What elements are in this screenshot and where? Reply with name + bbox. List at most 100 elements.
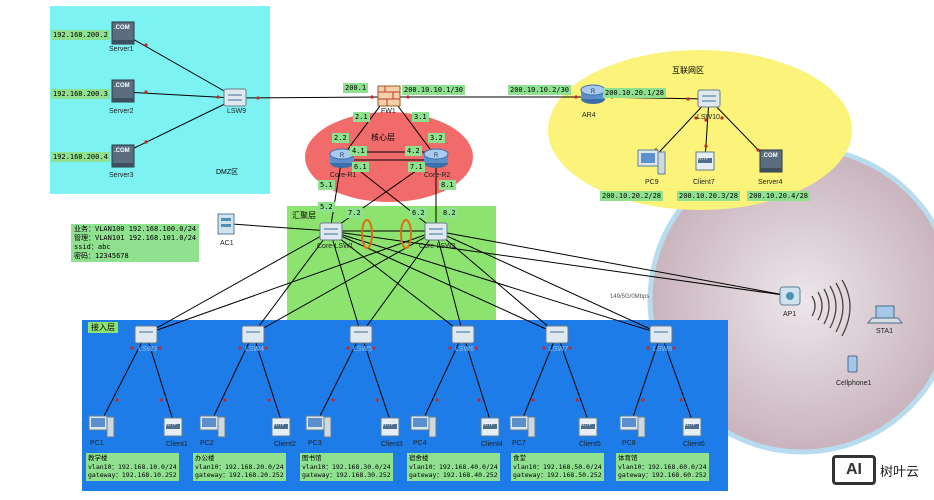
zone-title-core: 核心层 (371, 133, 395, 142)
device-label-ar4: AR4 (582, 112, 596, 119)
wlan-info-line: ssid：abc (74, 243, 111, 251)
switch-icon[interactable] (545, 325, 569, 344)
switch-icon[interactable] (424, 222, 448, 241)
router-icon[interactable]: R (423, 148, 449, 168)
device-label-cellphone1: Cellphone1 (836, 380, 872, 387)
ip-label: 4.2 (405, 146, 422, 156)
building-vlan: vlan10：192.168.60.0/24 (618, 462, 707, 471)
http-client-icon[interactable] (682, 417, 702, 437)
access-point-icon[interactable] (779, 286, 801, 306)
device-label-pc: PC3 (308, 440, 322, 447)
building-vlan: vlan10：192.168.50.0/24 (513, 462, 602, 471)
device-label-fw1: FW1 (381, 108, 396, 115)
switch-icon[interactable] (697, 89, 721, 108)
device-label-core-lsw2: Core-LSW2 (419, 243, 456, 250)
building-vlan: vlan10：192.168.30.0/24 (302, 462, 391, 471)
building-info: 体育馆 vlan10：192.168.60.0/24 gateway：192.1… (616, 453, 709, 481)
ip-label: 3.2 (428, 133, 445, 143)
building-info: 办公楼 vlan10：192.168.20.0/24 gateway：192.1… (193, 453, 286, 481)
device-label-client: Client4 (481, 441, 503, 448)
device-label-client: Client1 (166, 441, 188, 448)
building-vlan: vlan10：192.168.40.0/24 (409, 462, 498, 471)
switch-icon[interactable] (223, 88, 247, 107)
device-label-pc: PC4 (413, 440, 427, 447)
cellphone-icon[interactable] (847, 355, 858, 373)
device-label-pc: PC2 (200, 440, 214, 447)
server-icon[interactable] (759, 149, 783, 173)
http-icon-text: HTTP (383, 422, 394, 427)
access-controller-icon[interactable] (217, 213, 235, 235)
wlan-info-line: 业务：VLAN100 192.168.100.0/24 (74, 225, 197, 233)
ip-label: 200.10.10.2/30 (508, 85, 572, 95)
wlan-info-box: 业务：VLAN100 192.168.100.0/24 管理：VLAN101 1… (71, 224, 200, 262)
device-label-server3: Server3 (109, 172, 134, 179)
pc-icon[interactable] (199, 415, 226, 438)
http-client-icon[interactable] (271, 417, 291, 437)
switch-icon[interactable] (319, 222, 343, 241)
ip-label: 6.2 (410, 208, 427, 218)
firewall-icon[interactable] (377, 85, 401, 107)
watermark-logo: AI (832, 455, 876, 485)
device-label-sta1: STA1 (876, 328, 893, 335)
wlan-info-line: 管理：VLAN101 192.168.101.0/24 (74, 234, 197, 242)
device-label-core-lsw1: Core-LSW1 (317, 243, 354, 250)
device-label-client: Client5 (579, 441, 601, 448)
device-label-pc: PC8 (622, 440, 636, 447)
switch-icon[interactable] (649, 325, 673, 344)
pc-icon[interactable] (305, 415, 332, 438)
ip-label: 200.10.20.4/28 (747, 191, 811, 201)
zone-title-dmz: DMZ区 (216, 169, 239, 176)
building-name: 体育馆 (618, 454, 638, 462)
server-icon-text: .COM (114, 83, 130, 89)
pc-icon[interactable] (619, 415, 646, 438)
switch-icon[interactable] (134, 325, 158, 344)
pc-icon[interactable] (509, 415, 536, 438)
http-client-icon[interactable] (578, 417, 598, 437)
pc-icon[interactable] (88, 415, 115, 438)
server-icon[interactable] (111, 21, 135, 45)
zone-title-access: 接入层 (88, 322, 118, 333)
ip-label: 2.2 (332, 133, 349, 143)
device-label-server1: Server1 (109, 46, 134, 53)
http-icon-text: HTTP (483, 422, 494, 427)
zone-title-internet: 互联网区 (672, 66, 704, 75)
router-icon[interactable]: R (329, 148, 355, 168)
http-client-icon[interactable] (380, 417, 400, 437)
eth-trunk-loop (400, 219, 412, 249)
pc-icon[interactable] (637, 149, 666, 175)
switch-icon[interactable] (349, 325, 373, 344)
http-icon-text: HTTP (698, 156, 709, 161)
zone-title-aggregation: 汇聚层 (292, 211, 316, 220)
device-label-client: Client2 (274, 441, 296, 448)
ip-label: 192.168.200.3 (51, 89, 110, 99)
device-label-access-switch: LSW7 (549, 346, 569, 353)
building-vlan: vlan10：192.168.10.0/24 (88, 462, 177, 471)
http-client-icon[interactable] (480, 417, 500, 437)
http-icon-text: HTTP (685, 422, 696, 427)
ip-label: 192.168.200.4 (51, 152, 110, 162)
building-gateway: gateway：192.168.50.252 (513, 471, 602, 479)
laptop-icon[interactable] (866, 305, 904, 324)
http-icon-text: HTTP (274, 422, 285, 427)
watermark: AI 树叶云 (832, 455, 919, 485)
device-label-access-switch: LSW6 (455, 346, 475, 353)
ip-label: 192.168.200.2 (51, 30, 110, 40)
switch-icon[interactable] (241, 325, 265, 344)
pc-icon[interactable] (410, 415, 437, 438)
building-info: 食堂 vlan10：192.168.50.0/24 gateway：192.16… (511, 453, 604, 481)
http-icon-text: HTTP (581, 422, 592, 427)
router-icon[interactable]: R (580, 84, 606, 104)
server-icon[interactable] (111, 144, 135, 168)
eth-trunk-loop (361, 219, 373, 249)
ip-label: 5.1 (318, 180, 335, 190)
building-vlan: vlan10：192.168.20.0/24 (195, 462, 284, 471)
http-client-icon[interactable] (695, 151, 715, 171)
device-label-pc: PC7 (512, 440, 526, 447)
http-client-icon[interactable] (163, 417, 183, 437)
building-name: 教学楼 (88, 454, 108, 462)
building-name: 宿舍楼 (409, 454, 429, 462)
ip-label: 3.1 (412, 112, 429, 122)
ip-label: 200.1 (343, 83, 369, 93)
switch-icon[interactable] (451, 325, 475, 344)
server-icon[interactable] (111, 79, 135, 103)
